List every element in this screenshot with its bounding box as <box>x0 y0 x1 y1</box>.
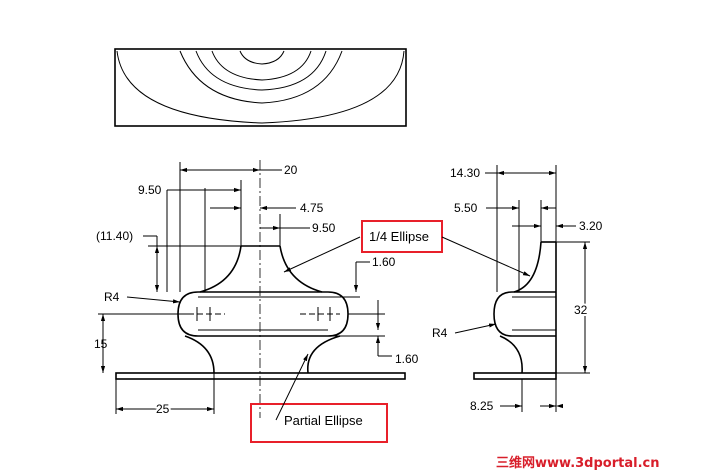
side-leader-r4 <box>454 323 497 334</box>
partial-ellipse-leader <box>275 353 309 421</box>
callouts: 1/4 Ellipse Partial Ellipse <box>250 220 531 443</box>
top-view-arc-5 <box>239 50 285 65</box>
side-lower-curve <box>499 335 523 374</box>
front-view: 20 9.50 4.75 9.50 (11.40) 1.60 1.60 <box>94 160 419 418</box>
top-view-arc-3 <box>195 50 327 91</box>
side-base-plate <box>473 372 557 380</box>
dim-9-50-right: 9.50 <box>312 221 336 235</box>
partial-ellipse-highlight <box>250 403 388 443</box>
neck-right-curve <box>279 245 323 293</box>
quarter-ellipse-leader-right <box>441 236 531 277</box>
leader-r4-left <box>126 296 181 304</box>
neck-left-curve <box>199 245 242 293</box>
dim-11-40: (11.40) <box>96 229 133 243</box>
side-view: 14.30 5.50 3.20 32 R4 8.25 <box>432 165 603 413</box>
dim-4-75: 4.75 <box>300 201 324 215</box>
base-plate <box>115 372 406 380</box>
dim-1-60-top: 1.60 <box>372 255 396 269</box>
partial-ellipse-label: Partial Ellipse <box>284 413 363 428</box>
side-dim-14-30: 14.30 <box>450 166 480 180</box>
top-view-outer-arc <box>116 50 405 124</box>
dim-15: 15 <box>94 337 108 351</box>
dim-1-60-bottom: 1.60 <box>395 352 419 366</box>
side-dim-32: 32 <box>574 303 588 317</box>
side-dim-3-20: 3.20 <box>579 219 603 233</box>
top-view <box>114 48 407 127</box>
quarter-ellipse-highlight <box>361 220 443 253</box>
watermark: 三维网www.3dportal.cn <box>496 455 659 471</box>
side-dim-r4: R4 <box>432 326 448 340</box>
side-neck-curve <box>513 241 542 293</box>
side-rim-round <box>493 291 513 337</box>
dim-r4-left: R4 <box>104 290 120 304</box>
quarter-ellipse-label: 1/4 Ellipse <box>369 229 429 244</box>
quarter-ellipse-leader-left <box>283 236 361 273</box>
top-view-arc-2 <box>179 50 343 104</box>
dim-9-50-left: 9.50 <box>138 183 162 197</box>
side-dim-5-50: 5.50 <box>454 201 478 215</box>
top-view-arc-4 <box>211 50 312 81</box>
dim-20: 20 <box>284 163 298 177</box>
lower-right-curve <box>307 335 341 374</box>
top-view-outline <box>114 48 407 127</box>
dim-25: 25 <box>156 402 170 416</box>
lower-left-curve <box>184 335 215 374</box>
side-dim-8-25: 8.25 <box>470 399 494 413</box>
